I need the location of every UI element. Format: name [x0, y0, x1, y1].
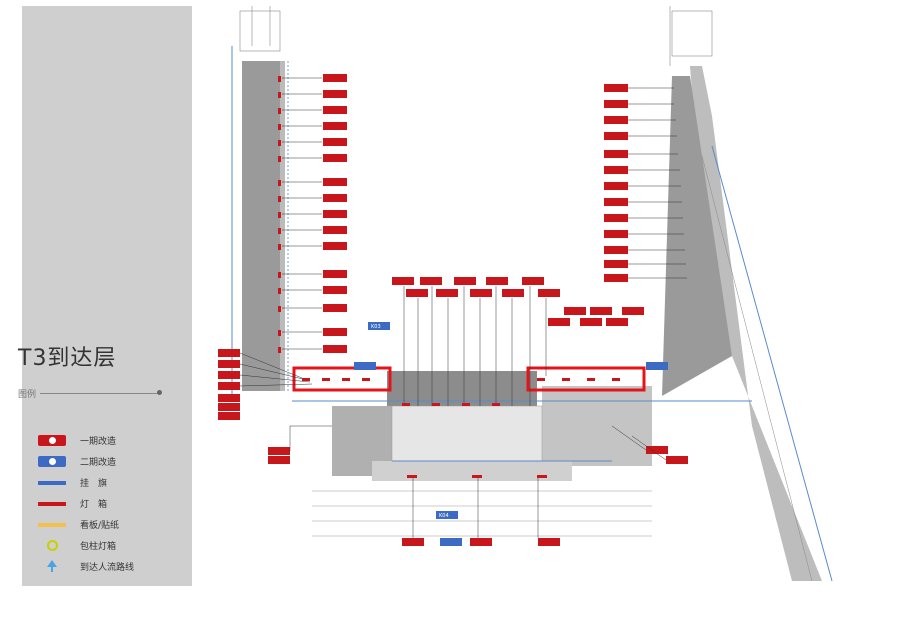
- blue-tag-k03-label: K03: [371, 324, 381, 330]
- legend-label: 到达人流路线: [80, 563, 135, 573]
- blue-tag-left: [354, 362, 376, 370]
- left-pier: [231, 6, 289, 396]
- blue-bar-icon: [38, 480, 66, 485]
- blue-numbered-badge-icon: [38, 456, 66, 467]
- right-pier-tags: [604, 84, 628, 282]
- legend-divider-dot: [157, 390, 162, 395]
- blue-tag-k04: [436, 511, 458, 519]
- floor-plan-map: K03 K04: [192, 6, 870, 586]
- legend-label: 包柱灯箱: [80, 542, 117, 552]
- circle-icon: [46, 540, 58, 551]
- left-pier-tags: [323, 74, 347, 353]
- right-leader-lines: [628, 87, 687, 279]
- legend-item-flag: 挂 旗: [34, 472, 184, 493]
- blue-tag-k03: [368, 322, 390, 330]
- central-hall: [292, 371, 752, 537]
- left-lightbox-markers: [278, 76, 281, 353]
- bottom-leaders: [412, 425, 667, 538]
- legend-item-phase2: 二期改造: [34, 451, 184, 472]
- highlight-box-left: [292, 366, 392, 392]
- legend-item-column-lightbox: 包柱灯箱: [34, 535, 184, 556]
- red-bar-icon: [38, 501, 66, 506]
- legend-item-lightbox: 灯 箱: [34, 493, 184, 514]
- blue-tag-bottom: [440, 538, 462, 546]
- red-numbered-badge-icon: [38, 435, 66, 446]
- page-title: T3到达层: [18, 346, 117, 371]
- blue-tag-right: [646, 362, 668, 370]
- legend-label: 看板/贴纸: [80, 521, 120, 531]
- legend-label: 二期改造: [80, 458, 117, 468]
- yellow-bar-icon: [38, 522, 66, 527]
- central-tags: [392, 277, 644, 326]
- floor-plan-svg: K03 K04: [192, 6, 870, 586]
- right-pier: [662, 6, 833, 582]
- legend-item-sticker: 看板/贴纸: [34, 514, 184, 535]
- highlight-box-right: [526, 366, 646, 392]
- legend-item-phase1: 一期改造: [34, 430, 184, 451]
- legend-item-arrival-route: 到达人流路线: [34, 556, 184, 577]
- legend-label: 挂 旗: [80, 479, 108, 489]
- left-lower-tags: [218, 349, 290, 464]
- legend-sidebar: [22, 6, 192, 586]
- left-lower-leaders: [239, 352, 332, 451]
- highlight-lightboxes: [302, 378, 620, 478]
- left-leader-lines: [282, 77, 322, 350]
- blue-tag-k04-label: K04: [439, 513, 449, 519]
- legend: 一期改造 二期改造 挂 旗 灯 箱 看板/贴纸 包柱灯箱 到达人流路线: [34, 430, 184, 577]
- legend-divider: [40, 393, 160, 394]
- legend-label: 灯 箱: [80, 500, 108, 510]
- bottom-tags: [402, 446, 688, 546]
- legend-header: 图例: [18, 390, 37, 400]
- central-leader-lines: [403, 286, 547, 406]
- legend-label: 一期改造: [80, 437, 117, 447]
- arrow-up-icon: [47, 560, 57, 572]
